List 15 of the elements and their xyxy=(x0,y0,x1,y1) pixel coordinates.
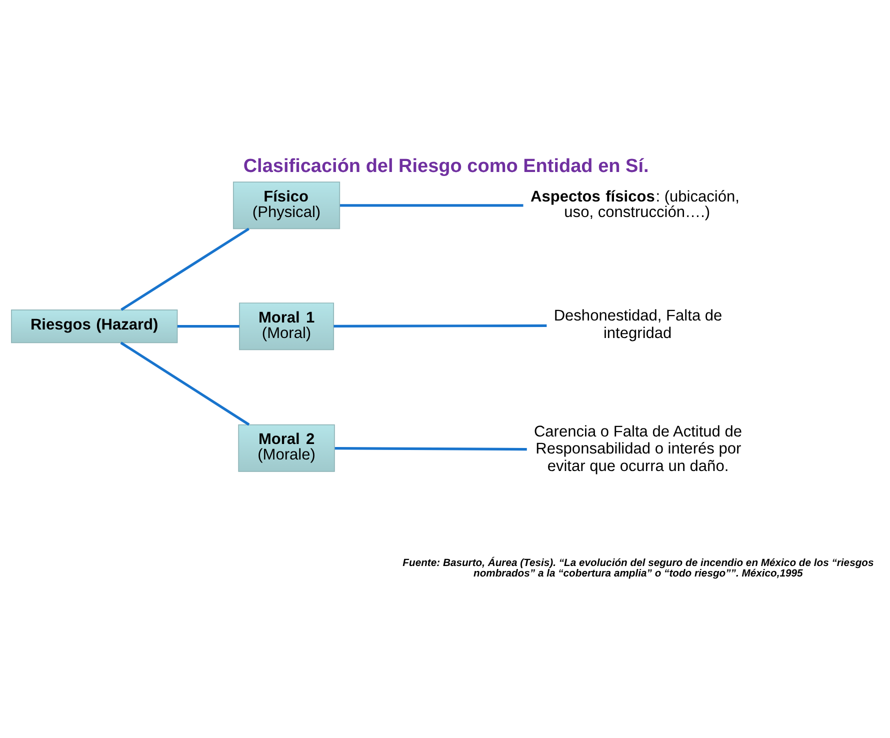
caption: Fuente: Basurto, Áurea (Tesis). “La evolución del seguro de incendio en México de los “riesgos nombrados” a la “cobertura amplia” o “todo riesgo””. México,1995 xyxy=(402,558,874,579)
connector xyxy=(120,227,250,310)
node-box: Moral 2 (Morale) xyxy=(238,424,335,472)
node-box: Físico (Physical) xyxy=(232,181,340,229)
node-text: Aspectos físicos: (ubicación, uso, construcción….) xyxy=(530,188,740,220)
node-text: Deshonestidad, Falta de integridad xyxy=(554,307,722,342)
node-box: Moral 1 (Moral) xyxy=(239,302,334,350)
diagram-title: Clasificación del Riesgo como Entidad en Sí. xyxy=(243,156,649,177)
node-text: Carencia o Falta de Actitud de Responsabilidad o interés por evitar que ocurra un daño. xyxy=(534,422,742,474)
connector xyxy=(340,204,524,206)
connector xyxy=(177,324,240,328)
node-box: Riesgos (Hazard) xyxy=(11,308,178,343)
connector xyxy=(334,324,547,327)
connector xyxy=(334,446,527,450)
connector xyxy=(120,341,250,426)
